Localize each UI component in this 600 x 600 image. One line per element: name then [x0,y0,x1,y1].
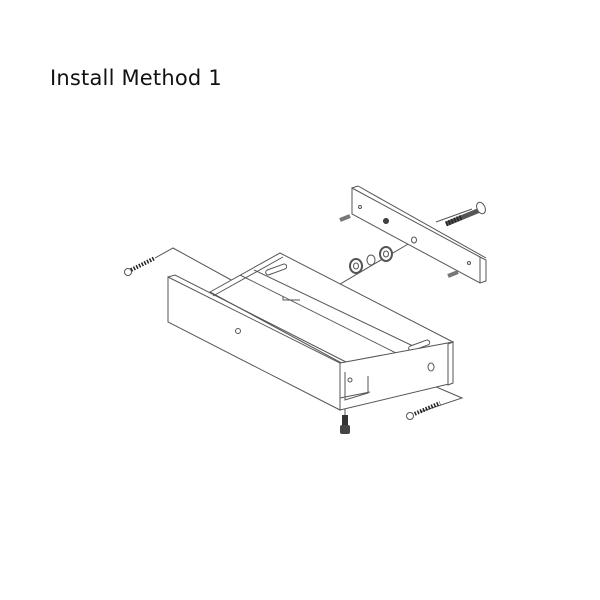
bracket-hole [347,377,353,383]
pin [339,214,459,278]
screw-right [406,401,441,420]
mounting-plate [351,185,487,284]
plate-hole [411,236,417,244]
bracket-hole [235,328,241,334]
bolt [444,201,486,227]
screw-left [124,256,156,276]
plate-hole [383,218,389,224]
screw-bottom [340,415,350,434]
l-bracket [167,252,455,411]
washer-set [349,246,393,274]
bracket-hole [427,362,435,372]
slot [265,263,288,276]
page-title: Install Method 1 [50,66,222,90]
